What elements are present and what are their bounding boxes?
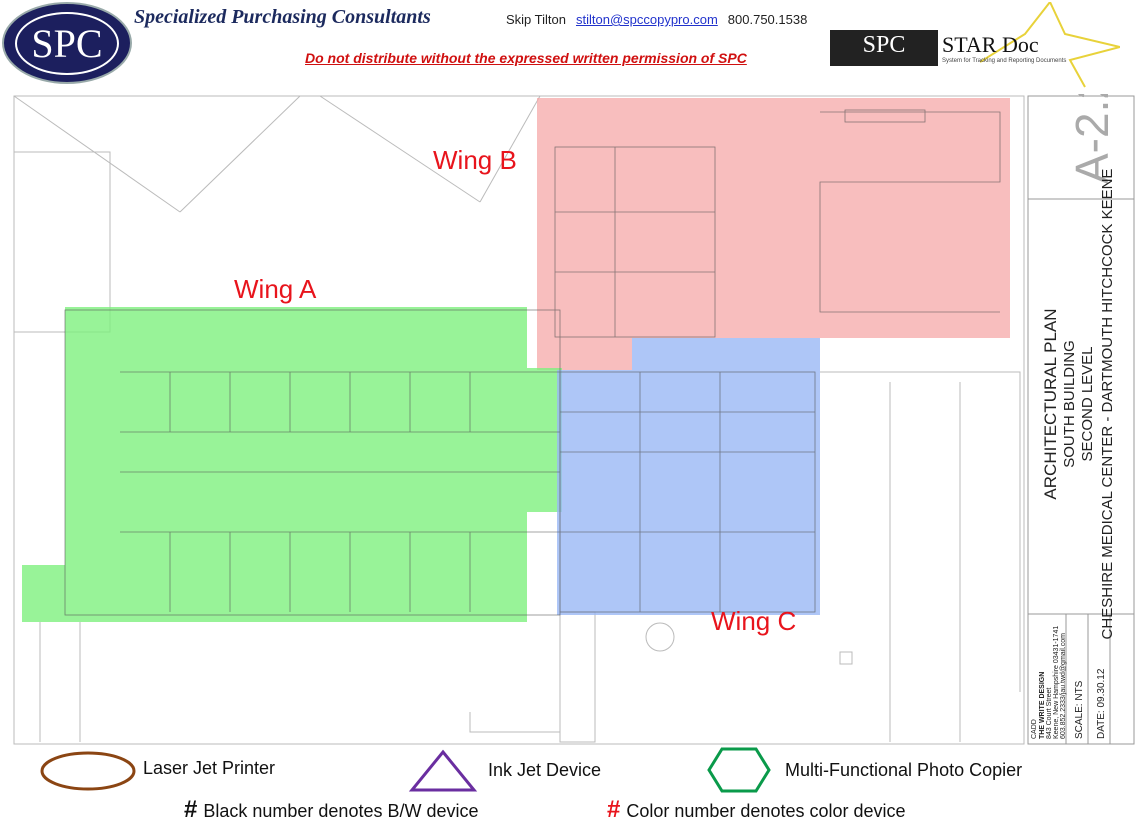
legend-bw-note: #Black number denotes B/W device [184,796,479,823]
scale: SCALE: NTS [1074,680,1085,739]
legend-mfp: Multi-Functional Photo Copier [785,760,1023,780]
star-doc-logo: SPC STAR Doc System for Tracking and Rep… [830,2,1130,88]
date: DATE: 09.30.12 [1096,668,1107,739]
star-outline-icon [980,2,1120,88]
contact-phone: 800.750.1538 [727,12,808,27]
wing-c-label: Wing C [711,606,797,636]
contact-email-link[interactable]: stilton@spccopypro.com [575,12,718,27]
laser-jet-circle-icon [40,751,136,791]
distribution-warning: Do not distribute without the expressed … [305,50,747,66]
legend-laser-jet: Laser Jet Printer [143,758,276,778]
room-walls [64,109,1001,616]
company-name: Specialized Purchasing Consultants [134,6,431,28]
wing-b-label: Wing B [433,145,517,175]
spc-logo: SPC [2,2,132,84]
floor-plan-drawing [13,95,1025,745]
ink-jet-triangle-icon [408,749,478,792]
plan-client: CHESHIRE MEDICAL CENTER - DARTMOUTH HITC… [1099,169,1116,640]
title-block: A-2.2 ARCHITECTURAL PLAN SOUTH BUILDING … [1027,94,1135,745]
firm-name: THE WRITE DESIGN [1039,672,1046,739]
plan-title: ARCHITECTURAL PLAN [1041,308,1060,499]
wing-c-zone [557,338,820,615]
plan-level: SECOND LEVEL [1079,346,1096,461]
contact-name: Skip Tilton [506,12,566,27]
legend-color-note: #Color number denotes color device [607,796,906,823]
firm-contact: 603.852.2333/jau.twd@gmail.com [1060,633,1067,739]
wing-a-zone [22,307,562,622]
wing-b-zone [537,98,1010,370]
sheet-number: A-2.2 [1066,94,1118,184]
firm-city: Keene, New Hampshire 03431-1741 [1053,626,1060,739]
contact-info: Skip Tilton stilton@spccopypro.com 800.750… [506,12,807,27]
mfp-hexagon-icon [707,747,771,793]
cadd-label: CADD [1031,719,1038,739]
plan-building: SOUTH BUILDING [1061,340,1078,468]
legend-ink-jet: Ink Jet Device [488,760,602,780]
wing-a-label: Wing A [234,274,317,304]
firm-address: 843 Court Street [1046,688,1053,739]
